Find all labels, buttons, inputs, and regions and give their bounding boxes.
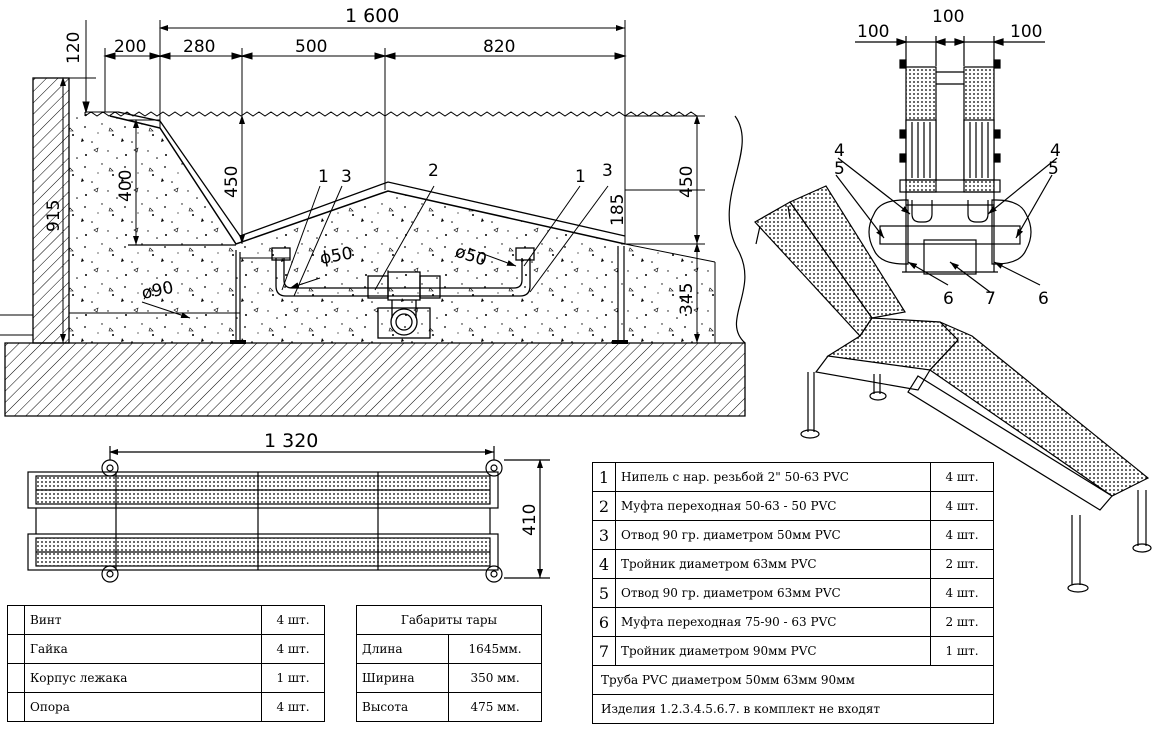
callout-1b: 1 bbox=[575, 167, 586, 187]
fitting-qty: 2 шт. bbox=[930, 549, 994, 579]
dim-450-right: 450 bbox=[677, 166, 697, 198]
part-qty: 4 шт. bbox=[261, 605, 325, 635]
plan-view bbox=[27, 446, 550, 583]
table-row: 1 Нипель с нар. резьбой 2" 50-63 PVC 4 ш… bbox=[592, 462, 994, 492]
fitting-qty: 4 шт. bbox=[930, 578, 994, 608]
dim-410: 410 bbox=[520, 504, 540, 536]
lounger-profile bbox=[109, 115, 626, 245]
fitting-num: 4 bbox=[592, 549, 616, 579]
tare-header: Габариты тары bbox=[356, 605, 542, 635]
part-name: Корпус лежака bbox=[24, 663, 262, 693]
fitting-qty: 1 шт. bbox=[930, 636, 994, 666]
concrete-fill bbox=[69, 112, 715, 343]
table-row: 2 Муфта переходная 50-63 - 50 PVC 4 шт. bbox=[592, 491, 994, 521]
dim-100-left: 100 bbox=[857, 22, 889, 42]
dim-1600: 1 600 bbox=[345, 5, 399, 27]
table-row: 3 Отвод 90 гр. диаметром 50мм PVC 4 шт. bbox=[592, 520, 994, 550]
fitting-num: 1 bbox=[592, 462, 616, 492]
tare-value: 475 мм. bbox=[448, 692, 542, 722]
fitting-num: 3 bbox=[592, 520, 616, 550]
table-row: 5 Отвод 90 гр. диаметром 63мм PVC 4 шт. bbox=[592, 578, 994, 608]
dim-185: 185 bbox=[608, 194, 628, 226]
water-line bbox=[84, 111, 698, 117]
isometric-view bbox=[754, 185, 1152, 593]
part-name: Винт bbox=[24, 605, 262, 635]
table-note-row: Труба PVC диаметром 50мм 63мм 90мм bbox=[592, 665, 994, 695]
fitting-num: 5 bbox=[592, 578, 616, 608]
callout-1a: 1 bbox=[318, 167, 329, 187]
table-row: 6 Муфта переходная 75-90 - 63 PVC 2 шт. bbox=[592, 607, 994, 637]
tare-label: Ширина bbox=[355, 663, 450, 693]
dim-100-mid: 100 bbox=[932, 7, 964, 27]
tare-label: Высота bbox=[355, 692, 450, 722]
front-view bbox=[835, 36, 1058, 293]
part-qty: 4 шт. bbox=[261, 634, 325, 664]
fitting-name: Муфта переходная 50-63 - 50 PVC bbox=[615, 491, 931, 521]
dim-1320: 1 320 bbox=[264, 430, 318, 452]
callout-4b: 4 bbox=[1050, 141, 1061, 161]
fitting-name: Тройник диаметром 63мм PVC bbox=[615, 549, 931, 579]
fitting-num: 2 bbox=[592, 491, 616, 521]
fitting-qty: 4 шт. bbox=[930, 462, 994, 492]
callout-6b: 6 bbox=[1038, 289, 1049, 309]
table-row: Высота 475 мм. bbox=[355, 692, 542, 722]
callout-3a: 3 bbox=[341, 167, 352, 187]
table-row: Гайка 4 шт. bbox=[7, 634, 325, 664]
callout-5a: 5 bbox=[834, 159, 845, 179]
callout-6a: 6 bbox=[943, 289, 954, 309]
callout-5b: 5 bbox=[1048, 159, 1059, 179]
part-name: Опора bbox=[24, 692, 262, 722]
ground-slab bbox=[4, 342, 746, 417]
tare-dimensions-table: Габариты тары Длина 1645мм. Ширина 350 м… bbox=[355, 605, 542, 722]
callout-2: 2 bbox=[428, 161, 439, 181]
parts-table: Винт 4 шт. Гайка 4 шт. Корпус лежака 1 ш… bbox=[7, 605, 325, 722]
fitting-num: 7 bbox=[592, 636, 616, 666]
fitting-num: 6 bbox=[592, 607, 616, 637]
dim-450-left: 450 bbox=[222, 166, 242, 198]
part-qty: 4 шт. bbox=[261, 692, 325, 722]
table-note-row: Изделия 1.2.3.4.5.6.7. в комплект не вхо… bbox=[592, 694, 994, 724]
part-qty: 1 шт. bbox=[261, 663, 325, 693]
callout-7: 7 bbox=[985, 289, 996, 309]
fitting-name: Отвод 90 гр. диаметром 50мм PVC bbox=[615, 520, 931, 550]
fitting-qty: 2 шт. bbox=[930, 607, 994, 637]
table-header-row: Габариты тары bbox=[356, 605, 542, 635]
dim-500: 500 bbox=[295, 37, 327, 57]
dim-345: 345 bbox=[677, 283, 697, 315]
table-row: 7 Тройник диаметром 90мм PVC 1 шт. bbox=[592, 636, 994, 666]
tare-label: Длина bbox=[355, 634, 450, 664]
callout-4a: 4 bbox=[834, 141, 845, 161]
callout-3b: 3 bbox=[602, 161, 613, 181]
dim-400: 400 bbox=[116, 170, 136, 202]
section-view: 1 600 200 280 500 820 120 915 400 450 45… bbox=[0, 5, 746, 417]
kit-note: Изделия 1.2.3.4.5.6.7. в комплект не вхо… bbox=[592, 694, 994, 724]
dim-100-right: 100 bbox=[1010, 22, 1042, 42]
table-row: 4 Тройник диаметром 63мм PVC 2 шт. bbox=[592, 549, 994, 579]
fitting-qty: 4 шт. bbox=[930, 520, 994, 550]
fitting-name: Тройник диаметром 90мм PVC bbox=[615, 636, 931, 666]
table-row: Винт 4 шт. bbox=[7, 605, 325, 635]
dim-200: 200 bbox=[114, 37, 146, 57]
tare-value: 1645мм. bbox=[448, 634, 542, 664]
table-row: Длина 1645мм. bbox=[355, 634, 542, 664]
dim-280: 280 bbox=[183, 37, 215, 57]
fittings-table: 1 Нипель с нар. резьбой 2" 50-63 PVC 4 ш… bbox=[592, 462, 994, 724]
tare-value: 350 мм. bbox=[448, 663, 542, 693]
fitting-name: Нипель с нар. резьбой 2" 50-63 PVC bbox=[615, 462, 931, 492]
dim-820: 820 bbox=[483, 37, 515, 57]
dim-120: 120 bbox=[64, 32, 84, 64]
section-dimensions bbox=[60, 20, 705, 343]
dim-915: 915 bbox=[44, 200, 64, 232]
table-row: Корпус лежака 1 шт. bbox=[7, 663, 325, 693]
fitting-name: Отвод 90 гр. диаметром 63мм PVC bbox=[615, 578, 931, 608]
part-name: Гайка bbox=[24, 634, 262, 664]
table-row: Ширина 350 мм. bbox=[355, 663, 542, 693]
table-row: Опора 4 шт. bbox=[7, 692, 325, 722]
pipe-note: Труба PVC диаметром 50мм 63мм 90мм bbox=[592, 665, 994, 695]
fitting-name: Муфта переходная 75-90 - 63 PVC bbox=[615, 607, 931, 637]
fitting-qty: 4 шт. bbox=[930, 491, 994, 521]
